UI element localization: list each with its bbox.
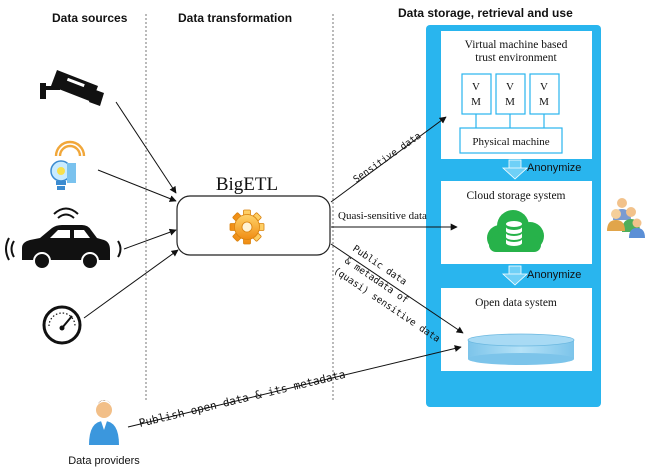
svg-text:V: V xyxy=(540,81,548,93)
anonymize-label-1: Anonymize xyxy=(527,162,581,174)
svg-text:V: V xyxy=(506,81,514,93)
vm-env-title-line1: Virtual machine based xyxy=(465,39,568,51)
anonymize-arrow-2 xyxy=(501,265,529,286)
arrow-car-to-etl xyxy=(123,228,177,250)
vm-1: V M xyxy=(461,73,492,115)
arrow-camera-to-etl xyxy=(115,101,177,194)
svg-text:V: V xyxy=(472,81,480,93)
bigetl-label: BigETL xyxy=(216,174,278,195)
arrow-meter-to-etl xyxy=(83,249,179,319)
label-publish-open-data: Publish open data & its metadata xyxy=(138,368,347,430)
label-sensitive-data: Sensitive data xyxy=(351,131,423,186)
gear-icon xyxy=(229,209,265,245)
vm-env-title-line2: trust environment xyxy=(475,52,557,64)
users-icon xyxy=(607,198,645,238)
svg-text:M: M xyxy=(539,96,549,108)
connected-car-icon xyxy=(5,207,122,270)
vm-2: V M xyxy=(495,73,526,115)
header-data-sources: Data sources xyxy=(52,11,128,25)
data-providers-label: Data providers xyxy=(68,455,140,467)
arrow-etl-to-open-data xyxy=(330,243,464,334)
svg-text:M: M xyxy=(471,96,481,108)
anonymize-arrow-1 xyxy=(501,159,529,180)
arrow-bulb-to-etl xyxy=(97,169,177,202)
data-provider-icon xyxy=(89,400,119,445)
label-quasi-sensitive-data: Quasi-sensitive data xyxy=(338,210,427,222)
physical-machine-box xyxy=(459,127,563,154)
database-cylinder-icon xyxy=(467,333,575,365)
physical-machine-label: Physical machine xyxy=(472,136,549,148)
gauge-meter-icon xyxy=(42,305,82,345)
header-storage: Data storage, retrieval and use xyxy=(398,6,573,20)
smart-bulb-icon xyxy=(50,140,86,190)
svg-text:M: M xyxy=(505,96,515,108)
vm-3: V M xyxy=(529,73,560,115)
header-data-transformation: Data transformation xyxy=(178,11,292,25)
cloud-database-icon xyxy=(487,210,544,252)
anonymize-label-2: Anonymize xyxy=(527,269,581,281)
cloud-storage-title: Cloud storage system xyxy=(466,190,565,202)
arrow-etl-to-vm xyxy=(330,116,447,203)
open-data-title: Open data system xyxy=(475,297,557,309)
security-camera-icon xyxy=(40,70,104,106)
arrow-providers-to-open-data xyxy=(127,345,462,428)
label-public-data-line3: (quasi) sensitive data xyxy=(331,265,441,344)
